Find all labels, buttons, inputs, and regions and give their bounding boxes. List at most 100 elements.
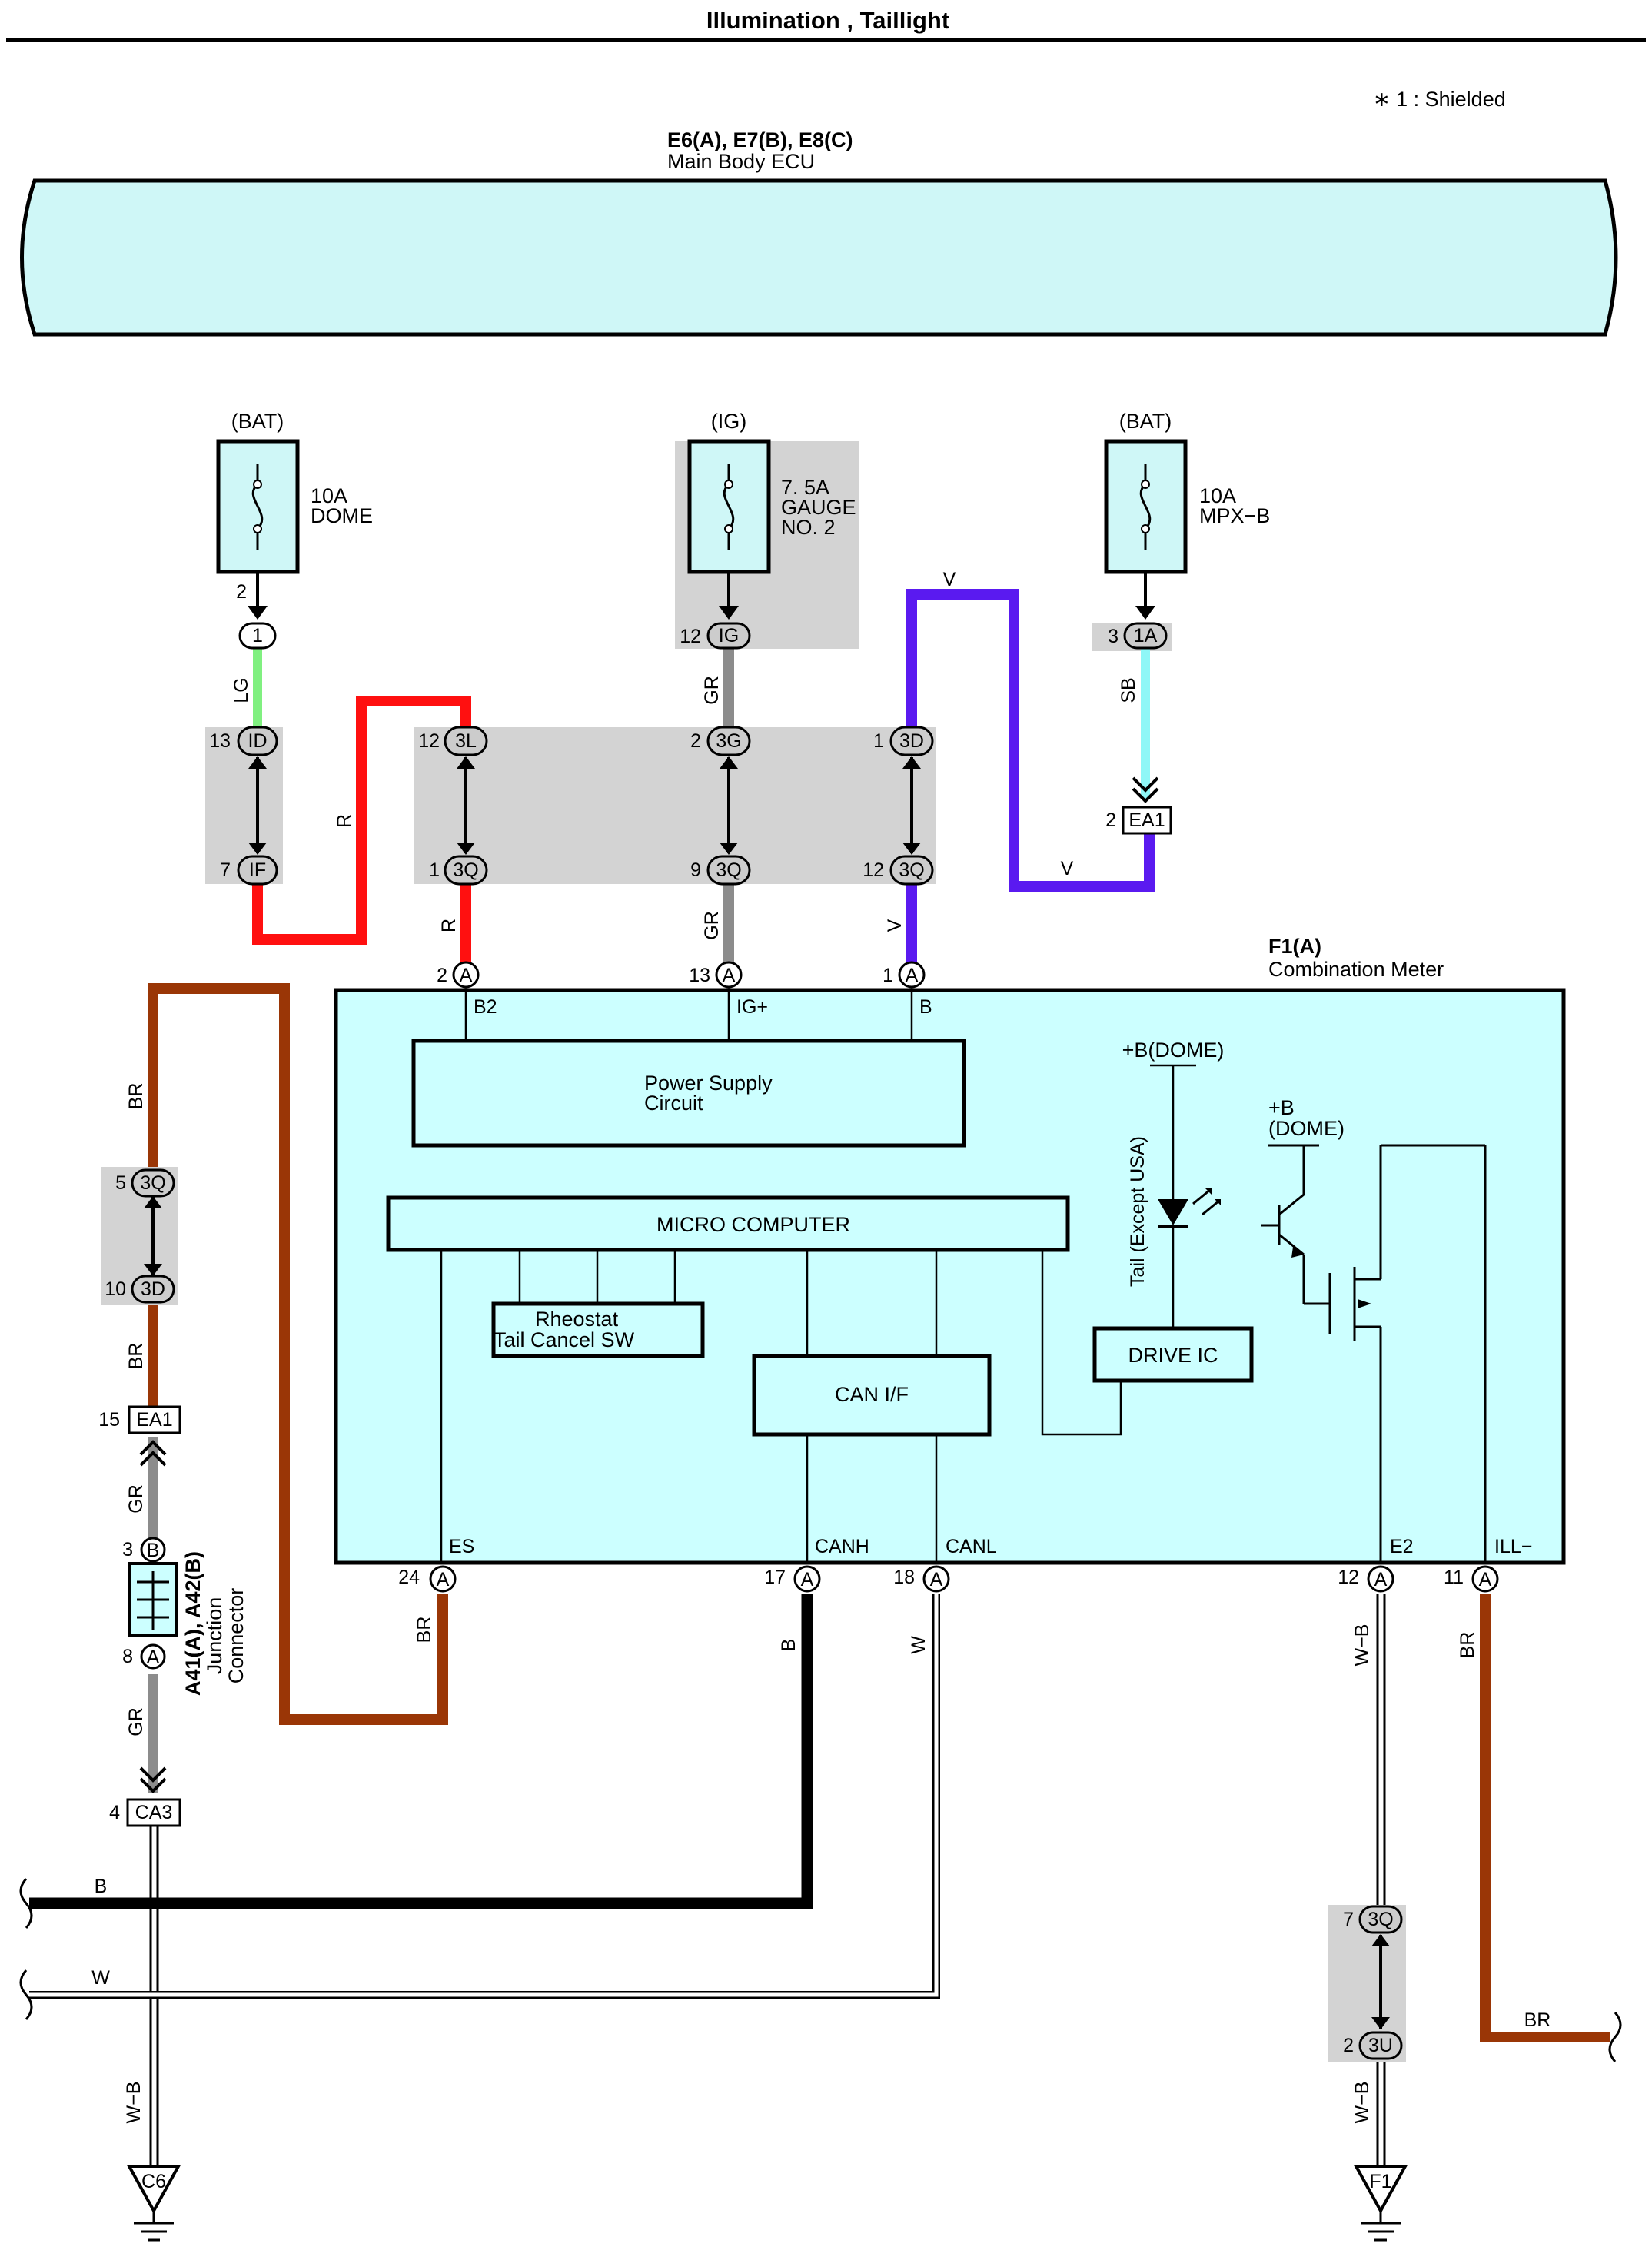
drive-ic-label: DRIVE IC <box>1128 1344 1218 1367</box>
wire-w-label: W <box>91 1967 110 1989</box>
pin-top-b-number: 1 <box>883 965 893 986</box>
fuse-mpx-name: MPX−B <box>1199 504 1270 527</box>
transistor-arrow-icon <box>1291 1247 1304 1258</box>
power-supply-line2: Circuit <box>644 1092 703 1115</box>
pin-3l-number: 12 <box>418 730 440 752</box>
fuse-gauge: (IG) 7. 5A GAUGE NO. 2 12 <box>680 410 856 647</box>
pin-top-b2-conn: A <box>460 965 473 986</box>
fuse-mpx-b: (BAT) 10A MPX−B 3 <box>1104 410 1270 647</box>
pin-1-label: 1 <box>252 625 263 646</box>
fuse-mpx-pin: 3 <box>1108 626 1119 647</box>
pin-3d-label: 3D <box>899 730 924 752</box>
meter-connector-label: F1(A) <box>1268 935 1321 958</box>
terminal-canl: CANL <box>946 1536 997 1557</box>
pin-3q-label: 3Q <box>453 859 478 881</box>
pin-bot-canh-conn: A <box>801 1569 814 1590</box>
shielded-note: ∗ 1 : Shielded <box>1373 88 1506 111</box>
wire-gr-label: GR <box>701 911 723 940</box>
pin-3d10-number: 10 <box>105 1278 126 1300</box>
fuse-gauge-rating: 7. 5A <box>781 476 829 499</box>
pin-3d10-label: 3D <box>141 1278 165 1300</box>
pin-3q-number: 1 <box>429 859 440 881</box>
pin-ig-label: IG <box>719 625 739 646</box>
pin-bot-e2-conn: A <box>1374 1569 1388 1590</box>
terminal-e2: E2 <box>1390 1536 1414 1557</box>
tr-supply-line1: +B <box>1268 1096 1295 1119</box>
pin-oval <box>238 622 277 650</box>
pin-id-number: 13 <box>209 730 231 752</box>
pin-bot-es-number: 24 <box>398 1567 420 1588</box>
pin-3q7-label: 3Q <box>1368 1909 1393 1930</box>
pin-3q5-number: 5 <box>115 1172 126 1194</box>
pin-a8-number: 8 <box>122 1646 133 1667</box>
pin-bot-canh-number: 17 <box>764 1567 786 1588</box>
pin-1a-label: 1A <box>1134 625 1158 646</box>
main-body-ecu-box <box>20 178 1618 337</box>
pin-3g-number: 2 <box>690 730 701 752</box>
mosfet-icon <box>1353 1144 1487 1563</box>
wire-w-label: W <box>908 1636 929 1654</box>
fuse-dome: (BAT) 10A DOME 2 <box>216 410 373 620</box>
wires <box>29 589 1610 2166</box>
wire-v-label: V <box>1061 858 1074 879</box>
terminal-ill: ILL− <box>1494 1536 1532 1557</box>
pin-top-ig-number: 13 <box>689 965 710 986</box>
fuse-mpx-source: (BAT) <box>1119 410 1172 433</box>
wire-v-label: V <box>943 569 956 590</box>
pin-b3-label: B <box>147 1540 160 1561</box>
pin-oval <box>706 622 751 650</box>
arrow-down-icon <box>719 606 739 620</box>
arrow-down-icon <box>248 606 268 620</box>
pin-top-b2-number: 2 <box>437 965 447 986</box>
double-chevron-icon <box>1132 776 1159 803</box>
pin-ea1-label: EA1 <box>1128 809 1165 831</box>
pin-ea1-number: 2 <box>1105 809 1116 831</box>
fuse-gauge-name2: NO. 2 <box>781 516 836 539</box>
led-icon <box>1158 1188 1221 1228</box>
junction-connector-line1: Junction <box>203 1597 226 1675</box>
ecu-connectors-label: E6(A), E7(B), E8(C) <box>667 128 853 151</box>
terminal-b2: B2 <box>474 996 497 1018</box>
left-junctions: 3Q 5 3D 10 EA1 15 B 3 A 8 A41(A), A42(B)… <box>98 1168 248 1827</box>
pin-id-label: ID <box>248 730 268 752</box>
pin-3g-label: 3G <box>716 730 741 752</box>
wire-lg-label: LG <box>231 677 252 703</box>
pin-3d-number: 1 <box>873 730 884 752</box>
micro-computer-box <box>386 1195 1070 1252</box>
pin-top-ig-conn: A <box>723 965 736 986</box>
fuse-output-pins: 1 IG 1A <box>238 622 1168 650</box>
can-if-label: CAN I/F <box>835 1383 909 1406</box>
pin-bot-ill-conn: A <box>1479 1569 1492 1590</box>
pin-bot-e2-number: 12 <box>1338 1567 1359 1588</box>
pin-ea1-15-label: EA1 <box>136 1409 172 1431</box>
pin-if-number: 7 <box>220 859 231 881</box>
wire-br-label: BR <box>1457 1632 1478 1659</box>
pin-ea1-15-number: 15 <box>98 1409 120 1431</box>
wire-wb-label: W−B <box>1351 2082 1373 2124</box>
wire-break-marks <box>19 1878 1622 2062</box>
pin-3q5-label: 3Q <box>140 1172 165 1194</box>
double-chevron-up-icon <box>139 1440 167 1467</box>
pin-if-label: IF <box>249 859 266 881</box>
ground-c6: C6 <box>126 2165 181 2242</box>
wire-color-labels: LG R R GR GR V V V SB BR BR GR GR BR B W… <box>91 569 1551 2123</box>
wire-br-label: BR <box>1524 2009 1551 2031</box>
terminal-es: ES <box>449 1536 474 1557</box>
junction-connector-id: A41(A), A42(B) <box>181 1551 204 1696</box>
wire-gr-label: GR <box>125 1484 147 1514</box>
pin-3u-number: 2 <box>1343 2035 1354 2056</box>
meter-bottom-terminals: ES CANH CANL E2 ILL− <box>449 1536 1532 1557</box>
ground-f1-label: F1 <box>1369 2171 1391 2192</box>
fuse-dome-pin: 2 <box>236 581 247 603</box>
wire-b-label: B <box>95 1876 108 1897</box>
ground-c6-label: C6 <box>141 2171 166 2192</box>
can-if-box <box>752 1354 992 1437</box>
transistor-icon <box>1261 1144 1331 1334</box>
mosfet-arrow-icon <box>1358 1299 1371 1308</box>
pin-bot-ill-number: 11 <box>1444 1567 1464 1588</box>
fuse-dome-source: (BAT) <box>231 410 284 433</box>
pin-3l-label: 3L <box>455 730 477 752</box>
double-chevron-down-icon <box>139 1766 167 1793</box>
pin-3q12-label: 3Q <box>899 859 924 881</box>
